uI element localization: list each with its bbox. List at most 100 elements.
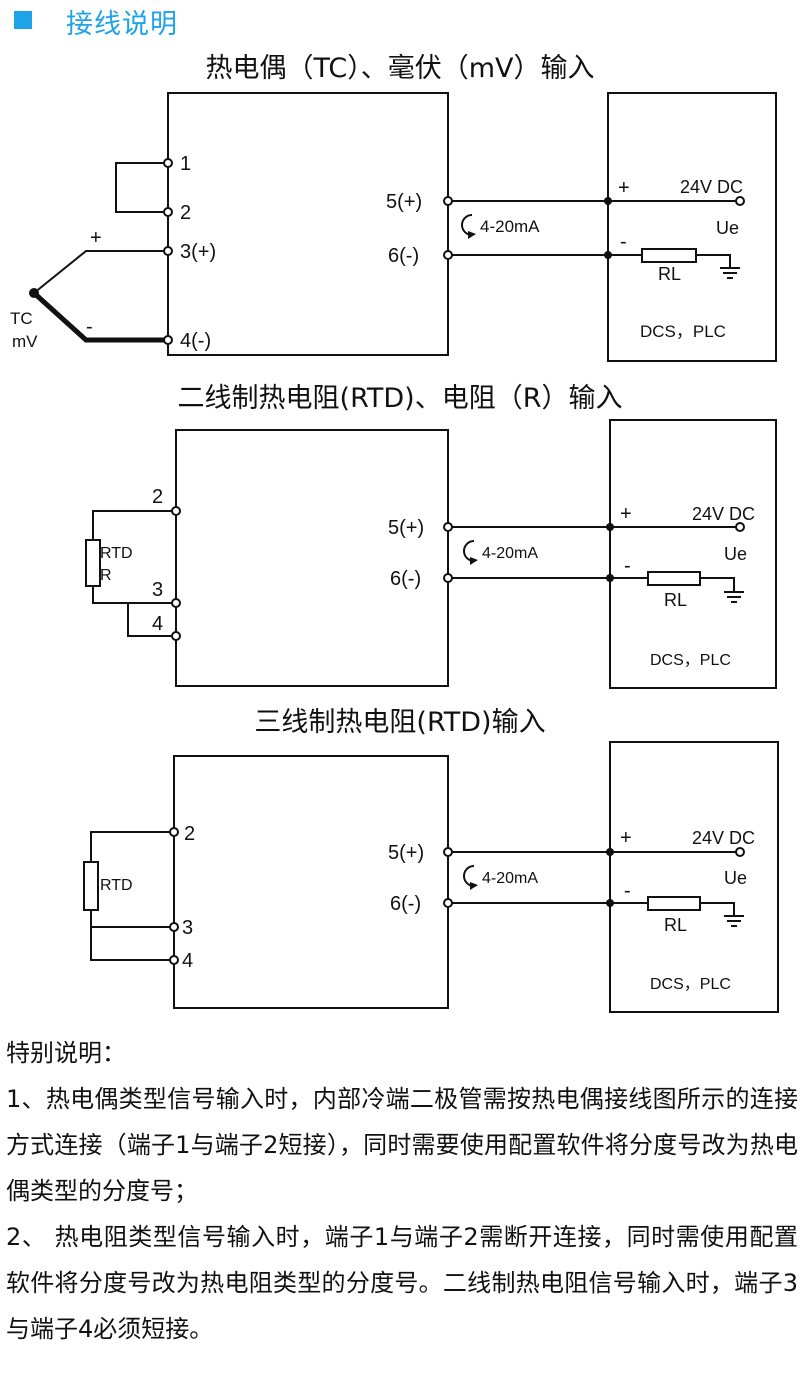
svg-text:3: 3: [182, 917, 193, 939]
svg-text:6(-): 6(-): [390, 893, 421, 915]
terminal-3: [171, 598, 181, 608]
header-square-icon: [14, 11, 32, 29]
rtd-top-lead: [92, 510, 176, 540]
terminal-5: [443, 522, 453, 532]
svg-text:6(-): 6(-): [390, 568, 421, 590]
terminal-4: [171, 631, 181, 641]
header-title: 接线说明: [66, 9, 178, 40]
junction-minus: [604, 251, 612, 259]
svg-text:-: -: [86, 316, 93, 338]
supply-terminal: [735, 847, 745, 857]
svg-text:4-20mA: 4-20mA: [482, 545, 538, 562]
svg-text:4-20mA: 4-20mA: [482, 870, 538, 887]
terminal-5: [443, 196, 453, 206]
diagram-2-title: 二线制热电阻(RTD)、电阻（R）输入: [177, 383, 623, 414]
svg-text:24V DC: 24V DC: [692, 504, 755, 524]
junction-plus: [604, 197, 612, 205]
terminal-3: [169, 922, 179, 932]
svg-text:+: +: [90, 227, 102, 249]
ground-lead: [696, 254, 731, 268]
tc-minus-wire: [32, 291, 168, 343]
rl-resistor: [641, 248, 697, 263]
svg-text:2: 2: [180, 202, 191, 224]
terminal-2: [163, 207, 173, 217]
terminal-6: [443, 898, 453, 908]
svg-text:-: -: [620, 231, 627, 253]
jumper-1-2: [115, 162, 168, 213]
terminal-4: [169, 955, 179, 965]
svg-text:RL: RL: [664, 915, 687, 935]
ground-lead: [700, 577, 735, 592]
svg-text:4: 4: [182, 950, 193, 972]
svg-text:DCS，PLC: DCS，PLC: [640, 322, 726, 341]
special-notes: 特别说明： 1、热电偶类型信号输入时，内部冷端二极管需按热电偶接线图所示的连接方…: [6, 1030, 798, 1352]
svg-text:4(-): 4(-): [180, 330, 211, 352]
jumper-3-4: [127, 602, 176, 637]
tc-plus-wire: [33, 250, 168, 294]
dcs-plc-box: [609, 419, 777, 689]
svg-text:5(+): 5(+): [388, 842, 424, 864]
terminal-3: [163, 246, 173, 256]
terminal-2: [171, 506, 181, 516]
svg-text:RTD: RTD: [100, 545, 133, 562]
svg-text:5(+): 5(+): [386, 191, 422, 213]
svg-text:1: 1: [180, 153, 191, 175]
terminal-2: [169, 827, 179, 837]
dcs-plc-box: [609, 741, 779, 1013]
svg-text:Ue: Ue: [724, 544, 747, 564]
svg-text:2: 2: [152, 486, 163, 508]
section-header: 接线说明: [0, 0, 800, 44]
svg-text:24V DC: 24V DC: [692, 828, 755, 848]
svg-text:mV: mV: [12, 332, 38, 351]
terminal-4: [163, 335, 173, 345]
svg-text:RL: RL: [658, 264, 681, 284]
svg-text:-: -: [624, 555, 631, 577]
rl-resistor: [647, 571, 701, 586]
svg-text:R: R: [100, 567, 112, 584]
diagram-1-title: 热电偶（TC）、毫伏（mV）输入: [205, 53, 595, 84]
svg-text:2: 2: [184, 823, 195, 845]
rl-resistor: [647, 896, 701, 911]
notes-heading: 特别说明：: [6, 1039, 126, 1067]
supply-terminal: [735, 196, 745, 206]
svg-text:+: +: [618, 177, 630, 199]
rtd-bottom-lead: [92, 586, 176, 604]
rtd-resistor: [83, 861, 99, 911]
svg-text:TC: TC: [10, 309, 33, 328]
svg-text:RTD: RTD: [100, 877, 133, 894]
transmitter-box: [167, 92, 449, 356]
diagram-2wire-rtd: 2 3 4 5(+) 6(-) + - RTD R 4-20mA 24V DC …: [85, 419, 777, 689]
svg-text:3(+): 3(+): [180, 241, 216, 263]
svg-text:Ue: Ue: [724, 868, 747, 888]
svg-text:5(+): 5(+): [388, 517, 424, 539]
terminal-6: [443, 250, 453, 260]
terminal-5: [443, 847, 453, 857]
terminal-1: [163, 158, 173, 168]
dcs-plc-box: [607, 92, 777, 362]
svg-text:6(-): 6(-): [388, 245, 419, 267]
svg-text:RL: RL: [664, 590, 687, 610]
diagram-thermocouple: 1 2 3(+) 4(-) + - 5(+) 6(-) + - TC mV 4-…: [10, 92, 777, 362]
diagram-3wire-rtd: 2 3 4 5(+) 6(-) + - RTD 4-20mA 24V DC Ue…: [83, 741, 779, 1013]
svg-text:4: 4: [152, 613, 163, 635]
svg-text:3: 3: [152, 579, 163, 601]
note-item-1: 1、热电偶类型信号输入时，内部冷端二极管需按热电偶接线图所示的连接方式连接（端子…: [6, 1085, 798, 1205]
terminal-6: [443, 573, 453, 583]
svg-text:+: +: [620, 503, 632, 525]
svg-text:-: -: [624, 880, 631, 902]
svg-text:DCS，PLC: DCS，PLC: [650, 976, 731, 993]
transmitter-box: [175, 429, 449, 687]
transmitter-box: [173, 755, 449, 1009]
diagram-3-title: 三线制热电阻(RTD)输入: [254, 707, 546, 738]
svg-text:DCS，PLC: DCS，PLC: [650, 652, 731, 669]
svg-text:4-20mA: 4-20mA: [480, 217, 540, 236]
rtd-bottom-lead: [90, 910, 174, 961]
svg-text:+: +: [620, 827, 632, 849]
rtd-resistor: [85, 539, 101, 587]
tc-junction: [29, 288, 39, 298]
supply-terminal: [735, 522, 745, 532]
note-item-2: 2、 热电阻类型信号输入时，端子1与端子2需断开连接，同时需使用配置软件将分度号…: [6, 1223, 798, 1343]
rtd-top-lead: [90, 831, 174, 862]
svg-text:24V DC: 24V DC: [680, 177, 743, 197]
ground-lead: [700, 902, 735, 916]
